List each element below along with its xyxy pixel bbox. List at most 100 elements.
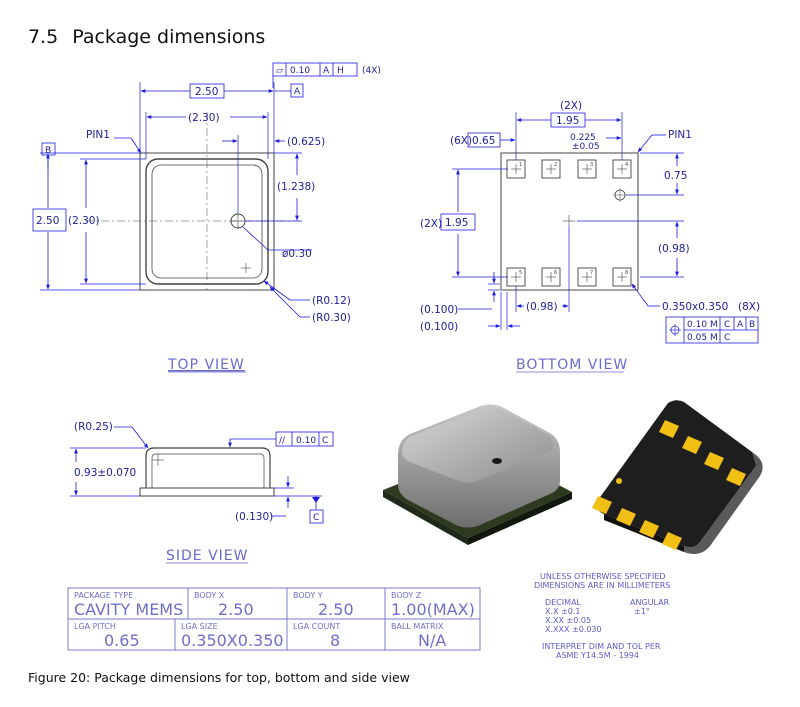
render-pads: [592, 420, 746, 550]
note-line-2: DIMENSIONS ARE IN MILLIMETERS: [534, 581, 670, 590]
top-datum-b: B: [45, 146, 51, 156]
bottom-pos-tol-1: 0.10: [687, 320, 707, 330]
package-drawing: ▱ 0.10 A H (4X) 2.50 A (2.30) (0.625) (1…: [32, 62, 763, 660]
bottom-pad-size: 0.350x0.350: [662, 301, 728, 313]
tb-body-z: 1.00(MAX): [391, 600, 475, 619]
gdt-ref-a: A: [323, 66, 330, 76]
bottom-pin1-y: 0.75: [664, 170, 687, 182]
bottom-view: 1 2 3 4 5 6 7 8 (2X) 1.95 (6X) 0.65 0.225 ±0.05…: [420, 100, 760, 373]
top-view-label: TOP VIEW: [167, 357, 245, 373]
render-pad: [704, 452, 724, 470]
lga-pad-3: [577, 159, 597, 179]
side-view: (R0.25) 0.93±0.070 // 0.10 C (0.130) C S…: [70, 421, 334, 564]
top-view: ▱ 0.10 A H (4X) 2.50 A (2.30) (0.625) (1…: [32, 62, 381, 373]
gdt-count: (4X): [362, 66, 381, 76]
bottom-pin1-label: PIN1: [668, 129, 692, 141]
note-angular-tol: ±1°: [634, 607, 650, 616]
side-datum-c: C: [313, 513, 319, 523]
bottom-pos-tol-b: B: [749, 320, 755, 330]
render-pad: [726, 468, 746, 486]
tb-ball-matrix-label: BALL MATRIX: [391, 622, 444, 631]
bottom-edge-1: (0.100): [420, 304, 458, 316]
bottom-count-2x: (2X): [560, 100, 582, 112]
tb-body-y: 2.50: [318, 600, 354, 619]
tb-lga-count-label: LGA COUNT: [293, 622, 340, 631]
tb-lga-size: 0.350X0.350: [181, 631, 284, 650]
section-heading: 7.5 Package dimensions: [28, 26, 265, 48]
note-line-3: INTERPRET DIM AND TOL PER: [542, 642, 661, 651]
side-height: 0.93±0.070: [74, 467, 136, 479]
bottom-pos-tol-c1: C: [724, 320, 730, 330]
top-inner-height-dim: (2.30): [68, 215, 100, 227]
bottom-pad-offset-tol: ±0.05: [572, 142, 600, 152]
tb-body-z-label: BODY Z: [391, 591, 422, 600]
title-block: PACKAGE TYPE CAVITY MEMS BODY X 2.50 BOD…: [67, 587, 481, 651]
top-height-dim: 2.50: [36, 215, 59, 227]
bottom-outline: [500, 152, 639, 291]
note-tol-1: X.X ±0.1: [545, 607, 580, 616]
top-pin-offset-y: (1.238): [277, 181, 315, 193]
render-pad: [682, 436, 702, 454]
side-view-label: SIDE VIEW: [166, 548, 249, 564]
lga-pad-number: 1: [519, 162, 522, 168]
tb-lga-pitch-label: LGA PITCH: [74, 622, 116, 631]
top-outer-outline: [139, 152, 275, 291]
section-number: 7.5: [28, 26, 59, 48]
lga-pad-8: [612, 267, 632, 287]
tb-lga-pitch: 0.65: [104, 631, 140, 650]
section-title: Package dimensions: [72, 26, 266, 48]
bottom-pad-offset: 0.225: [570, 133, 596, 143]
bottom-pad-size-count: (8X): [738, 301, 760, 313]
tb-package-type: CAVITY MEMS: [74, 600, 183, 619]
render-pad: [659, 420, 679, 438]
top-inner-width-dim: (2.30): [188, 112, 220, 124]
bottom-pos-tol-m2: M: [710, 333, 718, 343]
gdt-flatness-symbol: ▱: [276, 66, 283, 76]
lga-pad-number: 4: [625, 162, 628, 168]
top-radius-inner: (R0.12): [312, 295, 351, 307]
bottom-pos-tol-2: 0.05: [687, 333, 707, 343]
bottom-view-label: BOTTOM VIEW: [516, 357, 628, 373]
note-angular-label: ANGULAR: [630, 598, 670, 607]
bottom-pad-count: (6X): [450, 135, 472, 147]
top-datum-a: A: [294, 87, 301, 97]
bottom-pitch-x: 1.95: [556, 115, 579, 127]
lga-pad-number: 3: [590, 162, 593, 168]
side-parallel-tol: 0.10: [296, 436, 316, 446]
bottom-pitch-y: 1.95: [445, 217, 468, 229]
lga-pad-number: 8: [625, 270, 628, 276]
note-line-1: UNLESS OTHERWISE SPECIFIED: [540, 572, 666, 581]
side-substrate: [139, 487, 275, 497]
bottom-pad-pitch: 0.65: [472, 135, 495, 147]
render-pad: [639, 520, 659, 538]
bottom-edge-2: (0.100): [420, 321, 458, 333]
lga-pad-2: [541, 159, 561, 179]
side-substrate-dim: (0.130): [235, 511, 273, 523]
bottom-pos-tol-c2: C: [724, 333, 730, 343]
bottom-pos-tol-a: A: [737, 320, 744, 330]
lga-pad-number: 2: [554, 162, 557, 168]
side-radius: (R0.25): [74, 421, 113, 433]
tb-package-type-label: PACKAGE TYPE: [74, 591, 133, 600]
side-parallel-symbol: //: [279, 436, 286, 446]
top-pin-offset-x: (0.625): [287, 136, 325, 148]
note-tol-3: X.XXX ±0.030: [545, 625, 602, 634]
top-hole-diameter: ø0.30: [282, 248, 312, 260]
lga-pad-number: 5: [519, 270, 522, 276]
side-parallel-ref: C: [322, 436, 328, 446]
render-pad: [662, 532, 682, 550]
tb-body-x: 2.50: [218, 600, 254, 619]
lga-pad-number: 7: [590, 270, 593, 276]
tb-body-y-label: BODY Y: [293, 591, 323, 600]
bottom-count-2x-y: (2X): [420, 218, 442, 230]
side-cap-profile: [145, 447, 271, 488]
note-decimal-label: DECIMAL: [545, 598, 582, 607]
tolerance-notes: UNLESS OTHERWISE SPECIFIED DIMENSIONS AR…: [534, 572, 670, 660]
note-tol-2: X.XX ±0.05: [545, 616, 591, 625]
gdt-ref-h: H: [337, 66, 344, 76]
lga-pad-number: 6: [554, 270, 557, 276]
note-line-4: ASME Y14.5M - 1994: [556, 651, 639, 660]
tb-ball-matrix: N/A: [418, 631, 446, 650]
top-radius-outer: (R0.30): [312, 312, 351, 324]
tb-lga-size-label: LGA SIZE: [181, 622, 218, 631]
